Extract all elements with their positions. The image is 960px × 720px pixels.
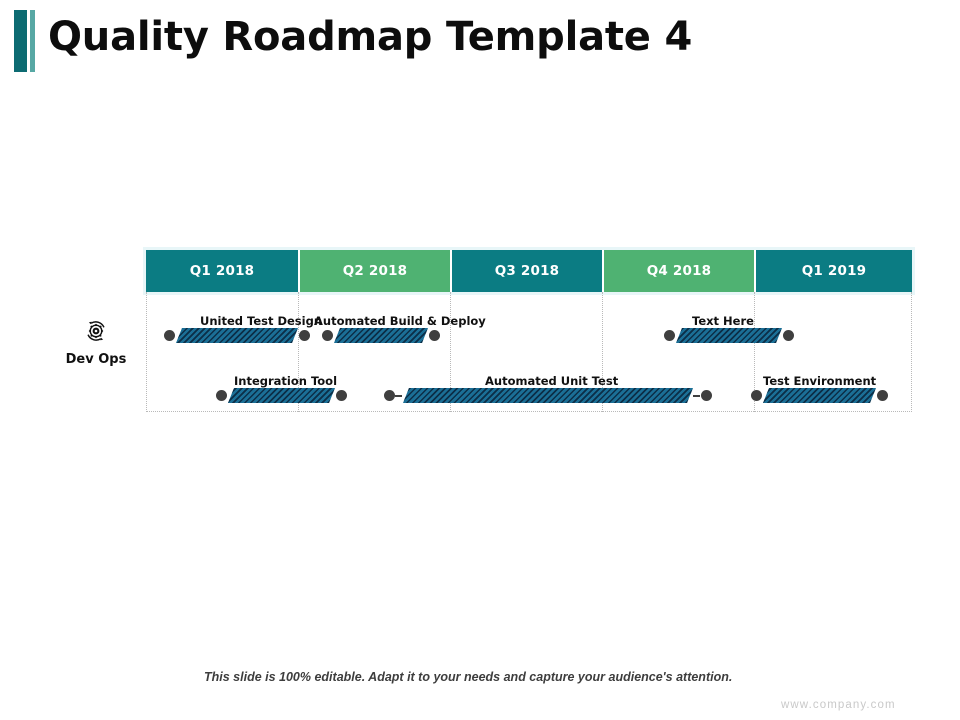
task-bar[interactable]: Test Environment [751,370,888,410]
task-start-connector [395,395,402,397]
task-bar[interactable]: Text Here [664,310,794,350]
grid-line [450,292,451,412]
task-bar-fill [403,388,693,403]
grid-line [602,292,603,412]
task-bar[interactable]: Automated Unit Test [384,370,712,410]
task-bar-fill [763,388,876,403]
quarter-label: Q2 2018 [342,263,408,279]
grid-line [146,292,147,412]
task-start-dot [322,330,333,341]
task-bar-fill [334,328,428,343]
task-label: Test Environment [763,374,877,388]
task-bar-fill [176,328,298,343]
title-accent-bar-dark [14,10,27,72]
task-start-dot [216,390,227,401]
devops-gear-icon [60,318,132,349]
quarter-header-q4-2018[interactable]: Q4 2018 [602,250,754,292]
footer-url: www.company.com [781,699,896,711]
category-dev-ops: Dev Ops [60,318,132,367]
task-bar-fill [228,388,335,403]
task-end-dot [783,330,794,341]
roadmap-timeline: Q1 2018 Q2 2018 Q3 2018 Q4 2018 Q1 2019 Unit… [146,250,912,412]
quarter-header-row: Q1 2018 Q2 2018 Q3 2018 Q4 2018 Q1 2019 [146,250,912,292]
task-bar[interactable]: United Test Design [164,310,322,350]
task-label: United Test Design [200,314,323,328]
task-end-dot [429,330,440,341]
task-end-dot [701,390,712,401]
task-end-dot [336,390,347,401]
page-title: Quality Roadmap Template 4 [48,14,693,60]
task-start-dot [664,330,675,341]
task-bar[interactable]: Integration Tool [216,370,347,410]
quarter-label: Q1 2019 [801,263,867,279]
grid-line [911,292,912,412]
grid-line [298,292,299,412]
task-label: Automated Unit Test [485,374,619,388]
footer-note: This slide is 100% editable. Adapt it to… [204,670,733,684]
task-end-dot [877,390,888,401]
grid-line [754,292,755,412]
task-bar-fill [676,328,782,343]
task-start-dot [751,390,762,401]
task-label: Automated Build & Deploy [314,314,486,328]
quarter-label: Q1 2018 [189,263,255,279]
quarter-label: Q4 2018 [646,263,712,279]
quarter-header-q1-2019[interactable]: Q1 2019 [754,250,912,292]
task-label: Integration Tool [234,374,338,388]
quarter-header-q2-2018[interactable]: Q2 2018 [298,250,450,292]
title-accent-bar-light [30,10,35,72]
quarter-header-q1-2018[interactable]: Q1 2018 [146,250,298,292]
quarter-header-q3-2018[interactable]: Q3 2018 [450,250,602,292]
task-label: Text Here [692,314,754,328]
task-bar[interactable]: Automated Build & Deploy [314,310,486,350]
title-area: Quality Roadmap Template 4 [0,0,960,90]
task-start-dot [164,330,175,341]
task-end-connector [693,395,700,397]
quarter-label: Q3 2018 [494,263,560,279]
task-end-dot [299,330,310,341]
task-start-dot [384,390,395,401]
category-label: Dev Ops [65,352,127,367]
